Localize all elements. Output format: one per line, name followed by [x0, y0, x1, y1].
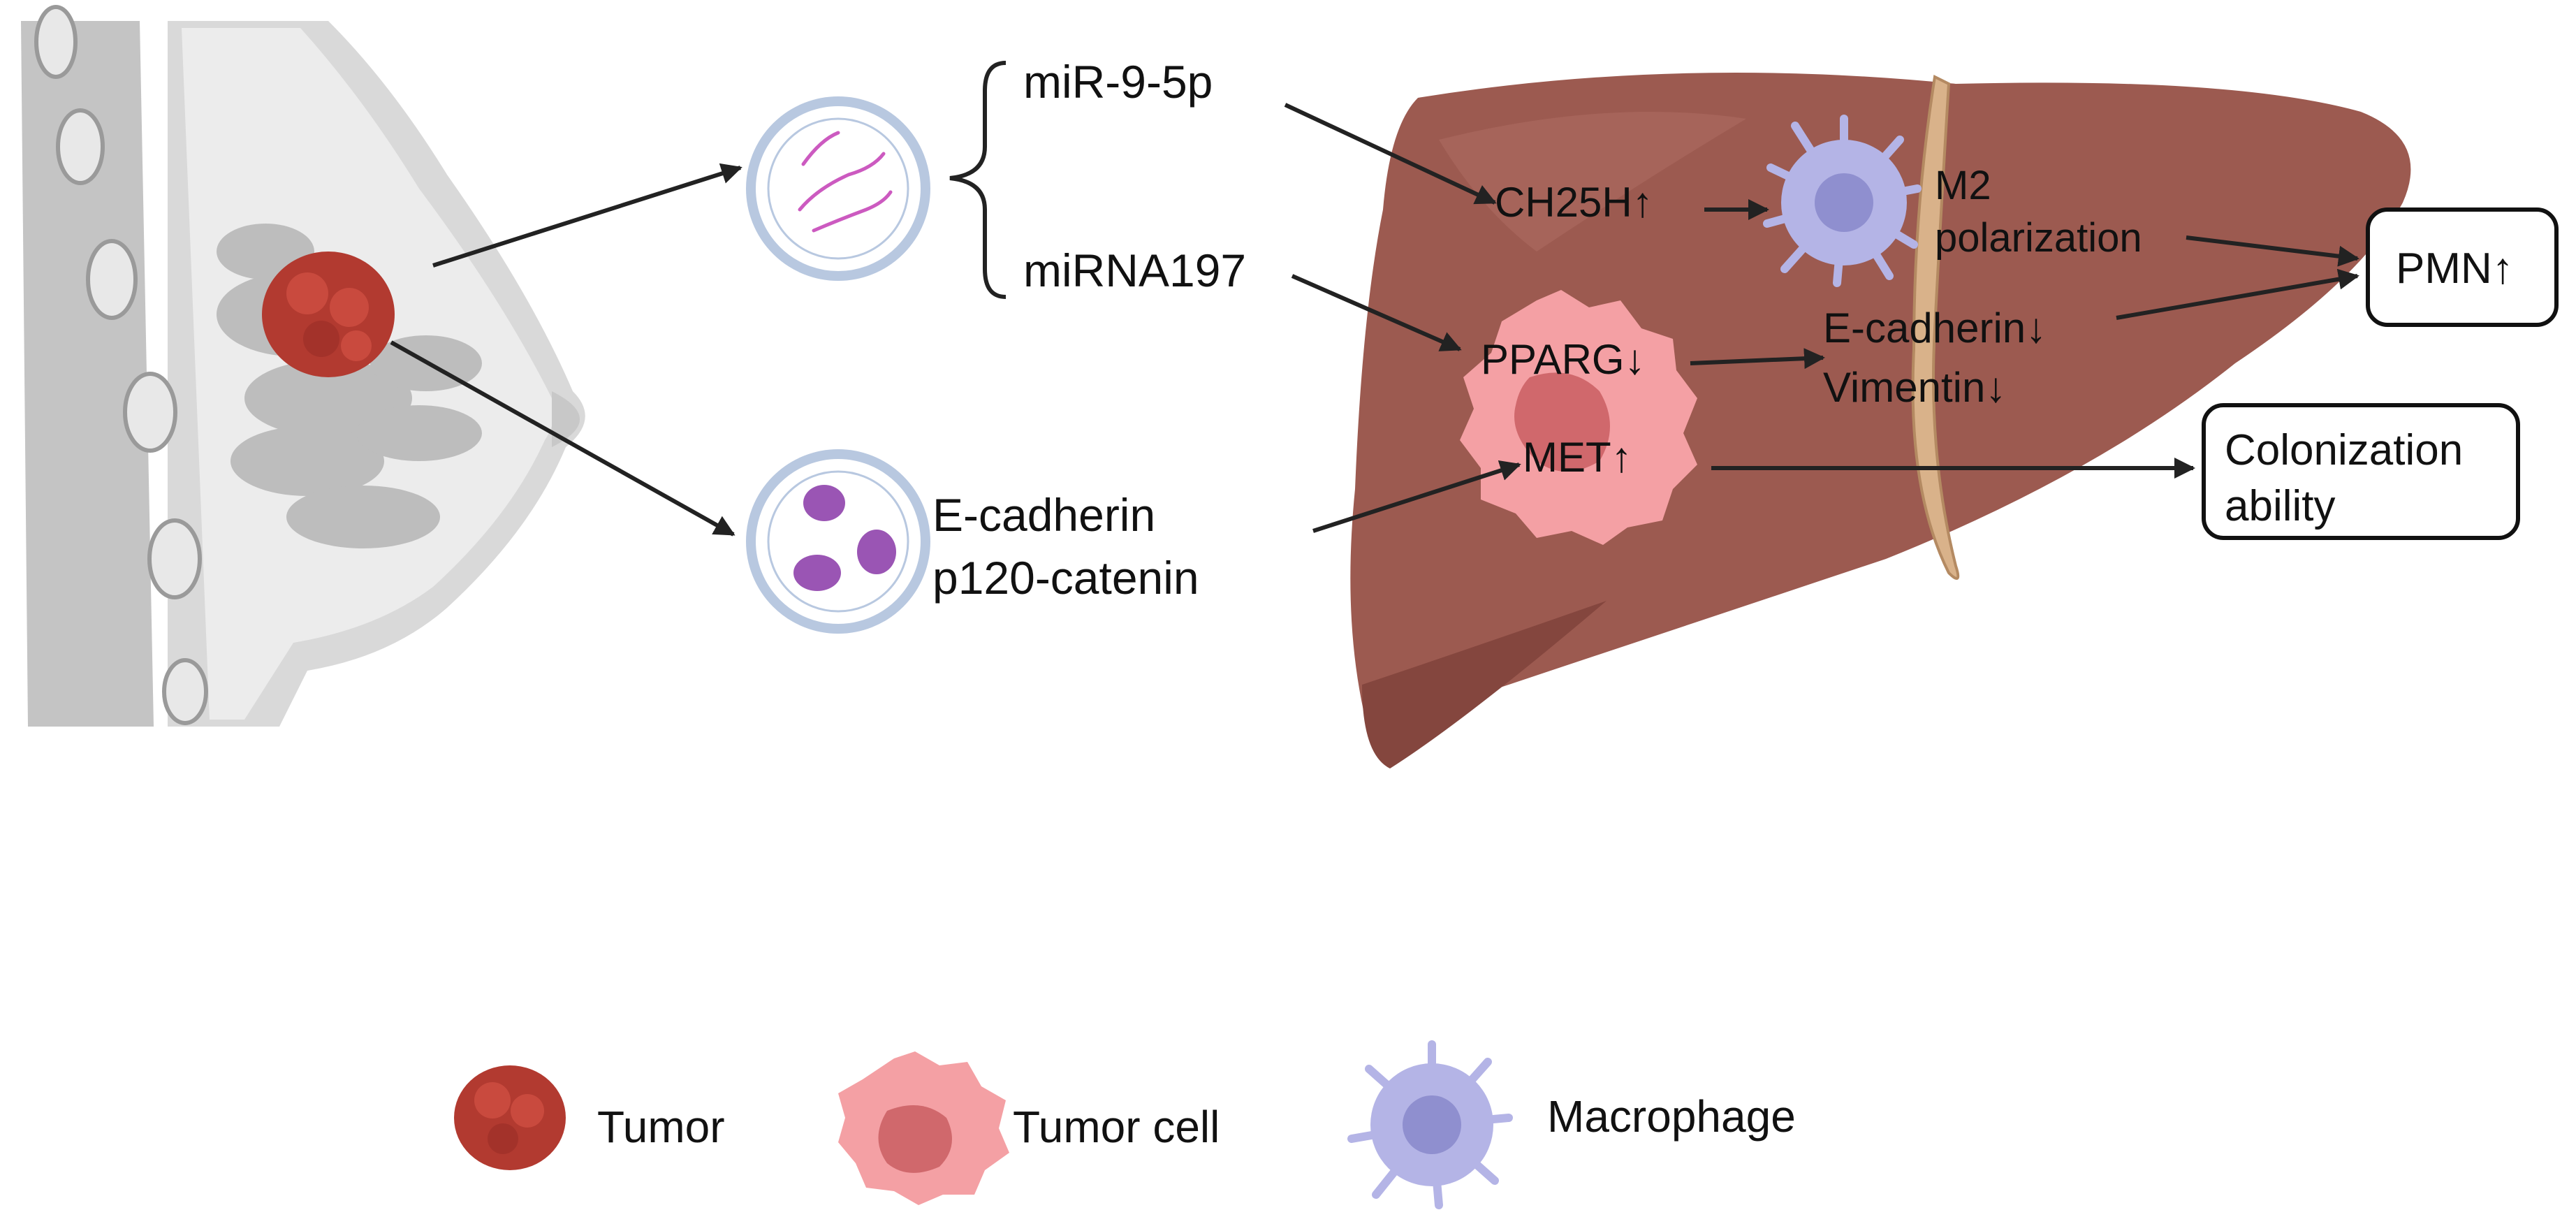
legend-tumor-icon — [454, 1065, 566, 1170]
label-e-cadherin-right: E-cadherin↓ — [1823, 305, 2047, 351]
pmn-box — [2366, 207, 2559, 327]
label-ch25h: CH25H↑ — [1495, 179, 1653, 226]
label-met: MET↑ — [1523, 434, 1632, 481]
arrow-tumor-to-protein-vesicle — [390, 340, 736, 537]
arrow-protein-to-met — [1312, 460, 1521, 533]
legend: Tumor Tumor cell Macrophage — [454, 1040, 1796, 1209]
liver-illustration — [1350, 73, 2411, 768]
liver-tumor-cell — [1460, 290, 1697, 545]
arrow-mirna197-to-pparg — [1291, 274, 1462, 351]
colonization-box — [2202, 403, 2520, 540]
breast-tumor — [262, 252, 395, 377]
mirna-bracket — [949, 61, 1007, 299]
legend-tumor-cell-icon — [838, 1051, 1009, 1205]
label-ability: ability — [2225, 482, 2336, 530]
label-mir-9-5p: miR-9-5p — [1023, 56, 1213, 108]
label-pmn: PMN↑ — [2396, 245, 2514, 293]
legend-tumor-label: Tumor — [597, 1102, 725, 1152]
arrow-ecad-to-pmn — [2116, 268, 2359, 320]
arrow-mir95p-to-ch25h — [1284, 103, 1497, 205]
arrow-m2-to-pmn — [2186, 235, 2359, 267]
arrow-pparg-to-ecad — [1690, 348, 1825, 370]
label-colonization: Colonization — [2225, 426, 2463, 474]
legend-tumor-cell-label: Tumor cell — [1013, 1102, 1220, 1152]
label-e-cadherin-left: E-cadherin — [932, 489, 1155, 541]
label-pparg: PPARG↓ — [1481, 336, 1646, 383]
legend-macrophage-label: Macrophage — [1547, 1091, 1796, 1142]
legend-macrophage-icon — [1347, 1040, 1513, 1209]
label-m2: M2 — [1935, 163, 1991, 208]
liver-macrophage — [1763, 115, 1922, 287]
arrows — [390, 103, 2359, 537]
vesicle-mirna — [746, 96, 930, 281]
vesicle-protein — [746, 449, 930, 634]
label-polarization: polarization — [1935, 215, 2142, 261]
label-p120-catenin: p120-catenin — [932, 552, 1199, 604]
label-mirna197: miRNA197 — [1023, 245, 1246, 296]
arrow-tumor-to-mirna-vesicle — [432, 163, 742, 268]
label-vimentin: Vimentin↓ — [1823, 364, 2006, 411]
breast-illustration — [21, 5, 585, 727]
